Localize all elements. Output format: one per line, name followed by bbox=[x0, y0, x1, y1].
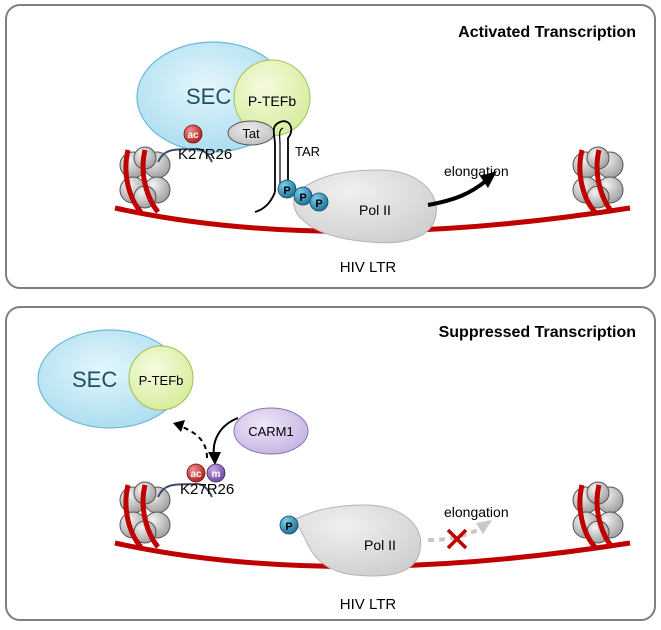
nucleosome-right bbox=[572, 481, 624, 549]
ltr-label: HIV LTR bbox=[340, 596, 397, 613]
panel-activated: Activated Transcription SEC bbox=[5, 4, 656, 289]
residues-label: K27R26 bbox=[178, 146, 232, 163]
ptefb-circle bbox=[128, 345, 194, 411]
ac-label: ac bbox=[190, 469, 202, 480]
histone-tail bbox=[157, 482, 213, 498]
tar-rna bbox=[272, 120, 293, 192]
tat-label: Tat bbox=[242, 126, 260, 141]
ptefb-label: P-TEFb bbox=[248, 93, 296, 109]
ac-mark bbox=[183, 124, 203, 144]
phospho-mark bbox=[277, 179, 297, 199]
phospho-label: P bbox=[299, 192, 306, 204]
nucleosome-right bbox=[572, 146, 624, 214]
phospho-mark bbox=[279, 515, 299, 535]
phospho-label: P bbox=[315, 198, 322, 210]
pol-ii bbox=[293, 169, 437, 244]
panel-title: Activated Transcription bbox=[458, 24, 636, 41]
pol-label: Pol II bbox=[364, 537, 396, 553]
m-mark bbox=[206, 463, 226, 483]
sec-label: SEC bbox=[186, 84, 231, 109]
m-label: m bbox=[212, 469, 221, 480]
phospho-group: P P P bbox=[277, 179, 329, 212]
pol-label: Pol II bbox=[359, 202, 391, 218]
ac-mark bbox=[186, 463, 206, 483]
block-x-icon bbox=[446, 528, 468, 550]
ac-label: ac bbox=[187, 130, 199, 141]
histone-tail bbox=[157, 147, 213, 163]
elongation-label: elongation bbox=[444, 504, 509, 520]
panel-frame bbox=[5, 4, 656, 289]
phospho-mark bbox=[309, 192, 329, 212]
elongation-label: elongation bbox=[444, 163, 509, 179]
tar-label: TAR bbox=[295, 144, 320, 159]
elongation-arrow bbox=[427, 178, 489, 207]
carm1-label: CARM1 bbox=[248, 424, 294, 439]
panel-suppressed: Suppressed Transcription SEC P-T bbox=[5, 306, 656, 621]
ltr-label: HIV LTR bbox=[340, 259, 397, 276]
dissociation-arrow bbox=[179, 425, 208, 459]
phospho-label: P bbox=[285, 521, 292, 533]
phospho-label: P bbox=[283, 185, 290, 197]
blocked-elongation-arrow bbox=[427, 526, 483, 542]
carm1-protein bbox=[233, 407, 309, 455]
panel-title: Suppressed Transcription bbox=[439, 324, 636, 341]
pol-ii bbox=[292, 504, 422, 577]
residues-label: K27R26 bbox=[180, 481, 234, 498]
nucleosome-left bbox=[119, 481, 171, 549]
ptefb-label: P-TEFb bbox=[139, 373, 184, 388]
nucleosome-left bbox=[119, 146, 171, 214]
sec-label: SEC bbox=[72, 367, 117, 392]
